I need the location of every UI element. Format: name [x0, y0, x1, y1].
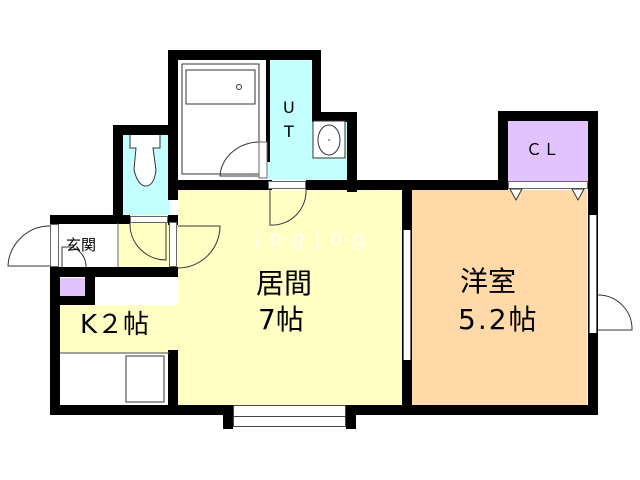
- toilet-icon: [129, 135, 161, 187]
- living-door-swing: [177, 225, 221, 269]
- wall-main-top-left: [168, 180, 272, 190]
- closet-room: [508, 121, 588, 181]
- bathtub: [185, 69, 256, 105]
- wall-window-bottom-left: [223, 405, 233, 429]
- closet-door-marker-right: [571, 188, 585, 202]
- bathroom: [178, 60, 266, 180]
- toilet-door-swing: [129, 222, 167, 261]
- bath-drain-icon: [236, 84, 242, 90]
- western-room-name: 洋室: [460, 265, 517, 298]
- wall-kitchen-shelf: [60, 296, 95, 305]
- utility-label-t: T: [284, 122, 294, 141]
- window-divider: [403, 230, 411, 360]
- wall-closet-top: [498, 111, 598, 121]
- wall-shoebox-right: [85, 267, 95, 305]
- door-opening-entrance: [50, 224, 59, 267]
- washbasin-icon: [317, 124, 341, 156]
- watermark: jogjog: [254, 226, 375, 250]
- kitchen-label: K２帖: [80, 310, 150, 340]
- western-room: [412, 190, 587, 405]
- entrance-area: [58, 222, 118, 267]
- wall-bath-top: [168, 50, 321, 60]
- living-room-name: 居間: [256, 267, 313, 300]
- utility-label-u: U: [283, 98, 295, 117]
- wall-entrance-bottom: [50, 267, 178, 277]
- entrance-door-swing: [7, 225, 51, 267]
- wall-toilet-left: [113, 125, 123, 217]
- bath-door-frame: [258, 141, 268, 179]
- closet-doors: [508, 181, 588, 189]
- entrance-step: [61, 246, 87, 268]
- western-room-size: 5.2帖: [458, 303, 539, 336]
- door-opening-toilet: [130, 216, 168, 223]
- door-opening-living: [169, 222, 177, 267]
- wall-window-bottom-right: [346, 405, 356, 429]
- wall-bath-ut-divider: [266, 58, 270, 162]
- bath-door-swing: [219, 141, 261, 177]
- window-bottom-sash: [233, 416, 346, 417]
- bath-outline: [181, 63, 260, 175]
- wall-toilet-top: [113, 125, 178, 135]
- western-door-swing: [597, 294, 633, 331]
- fridge-space: [125, 355, 165, 403]
- window-western-right: [589, 215, 597, 333]
- wall-closet-left: [498, 111, 508, 190]
- wall-living-left-lower: [168, 350, 178, 415]
- wall-ut-top-right: [312, 112, 357, 122]
- wall-ut-right: [312, 50, 321, 122]
- shoe-box: [60, 278, 85, 296]
- closet-door-marker-left: [509, 188, 523, 202]
- closet-label: ＣＬ: [526, 140, 561, 159]
- wall-kitchen-left: [50, 267, 60, 415]
- entrance-label: 玄関: [66, 236, 97, 254]
- kitchen-area: [60, 305, 180, 355]
- wall-ut-far-right: [347, 112, 357, 192]
- ut-door-swing: [269, 188, 307, 226]
- door-opening-ut: [268, 181, 306, 189]
- wall-hall-right: [168, 215, 178, 225]
- living-room-size: 7帖: [258, 303, 304, 336]
- wall-entrance-top: [50, 215, 130, 224]
